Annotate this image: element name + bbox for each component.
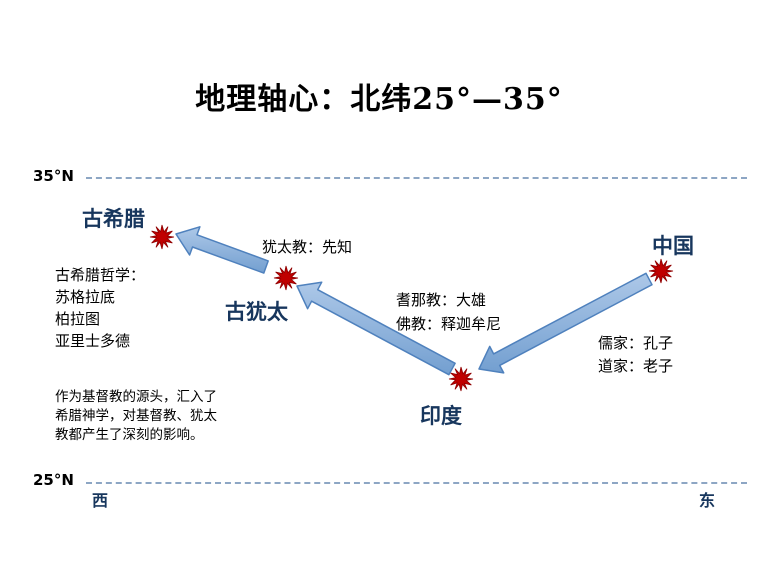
direction-label-west: 西 [92, 491, 109, 510]
annotation-india-religions: 耆那教：大雄 佛教：释迦牟尼 [396, 291, 502, 333]
arrow-india-to-judea [296, 281, 456, 376]
slide-title: 地理轴心：北纬25°—35° [195, 82, 563, 117]
latitude-line-25n [86, 482, 747, 484]
annotation-judaism: 犹太教：先知 [262, 238, 353, 256]
node-label-greece: 古希腊 [82, 206, 145, 231]
arrow-judea-to-greece [175, 226, 269, 274]
latitude-label-25n: 25°N [33, 471, 74, 489]
node-label-india: 印度 [420, 403, 462, 428]
star-marker-greece [149, 224, 175, 250]
latitude-label-35n: 35°N [33, 167, 74, 185]
star-marker-india [448, 366, 474, 392]
annotation-christianity-note: 作为基督教的源头，汇入了 希腊神学，对基督教、犹太 教都产生了深刻的影响。 [55, 389, 217, 443]
star-marker-judea [273, 265, 299, 291]
star-marker-china [648, 258, 674, 284]
node-label-judea: 古犹太 [225, 299, 288, 324]
annotation-china-schools: 儒家：孔子 道家：老子 [598, 334, 674, 375]
latitude-line-35n [86, 177, 747, 179]
arrow-china-to-india [478, 272, 653, 374]
direction-label-east: 东 [699, 491, 716, 510]
annotation-greek-philosophy: 古希腊哲学： 苏格拉底 柏拉图 亚里士多德 [55, 266, 146, 350]
node-label-china: 中国 [652, 233, 694, 258]
